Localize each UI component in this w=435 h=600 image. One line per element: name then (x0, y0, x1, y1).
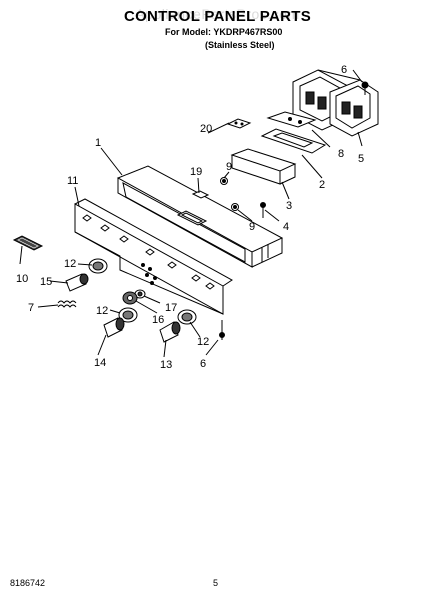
model-line: For Model: YKDRP467RS00 (165, 27, 283, 37)
callout-16: 16 (152, 314, 164, 326)
part-13-knob (159, 321, 181, 343)
part-9-nut-b (231, 203, 239, 211)
part-12-ring-center (118, 307, 138, 323)
part-8-plate (266, 111, 317, 128)
callout-9-bottom: 9 (249, 221, 255, 233)
part-6-screw-top (361, 81, 369, 95)
callout-1: 1 (95, 137, 101, 149)
page-number: 5 (213, 578, 219, 588)
part-12-ring-right (177, 309, 197, 325)
part-19-decal (191, 190, 210, 199)
callout-8: 8 (338, 148, 344, 160)
part-20-label (226, 118, 252, 129)
part-7-clip (57, 300, 77, 308)
watermark: AppliancePartsPros.com (135, 6, 300, 22)
callout-15: 15 (40, 276, 52, 288)
page-title: CONTROL PANEL PARTS (123, 8, 312, 25)
callout-14: 14 (94, 357, 106, 369)
callout-17: 17 (165, 302, 177, 314)
callout-2: 2 (319, 179, 325, 191)
callout-5: 5 (358, 153, 364, 165)
callout-3: 3 (286, 200, 292, 212)
part-12-ring-left (88, 258, 108, 274)
part-9-nut-a (220, 177, 228, 185)
callout-12-left: 12 (64, 258, 76, 270)
part-14-knob (103, 317, 125, 338)
part-10-badge (12, 235, 44, 251)
callout-12-center: 12 (96, 305, 108, 317)
part-11-back-panel (74, 198, 233, 315)
part-3-bracket (230, 148, 297, 185)
callout-4: 4 (283, 221, 289, 233)
callout-19: 19 (190, 166, 202, 178)
callout-10: 10 (16, 273, 28, 285)
callout-labels: 1 2 3 4 5 6 6 7 8 9 9 10 11 12 12 12 13 … (16, 64, 364, 371)
callout-6-bottom: 6 (200, 358, 206, 370)
part-1-control-panel (116, 165, 284, 268)
variant-line: (Stainless Steel) (205, 40, 275, 50)
callout-7: 7 (28, 302, 34, 314)
callout-9-top: 9 (226, 161, 232, 173)
callout-12-right: 12 (197, 336, 209, 348)
part-5-switch-assembly (292, 69, 379, 137)
part-16-knob (122, 291, 138, 305)
leader-lines (19, 69, 363, 358)
part-6-screw-bottom (219, 320, 225, 340)
callout-20: 20 (200, 123, 212, 135)
part-2-mounting-plate (260, 128, 327, 154)
part-15-knob (65, 273, 89, 292)
doc-number: 8186742 (10, 578, 46, 588)
callout-6-top: 6 (341, 64, 347, 76)
callout-13: 13 (160, 359, 172, 371)
callout-11: 11 (67, 175, 78, 187)
part-4-screw (260, 202, 266, 218)
